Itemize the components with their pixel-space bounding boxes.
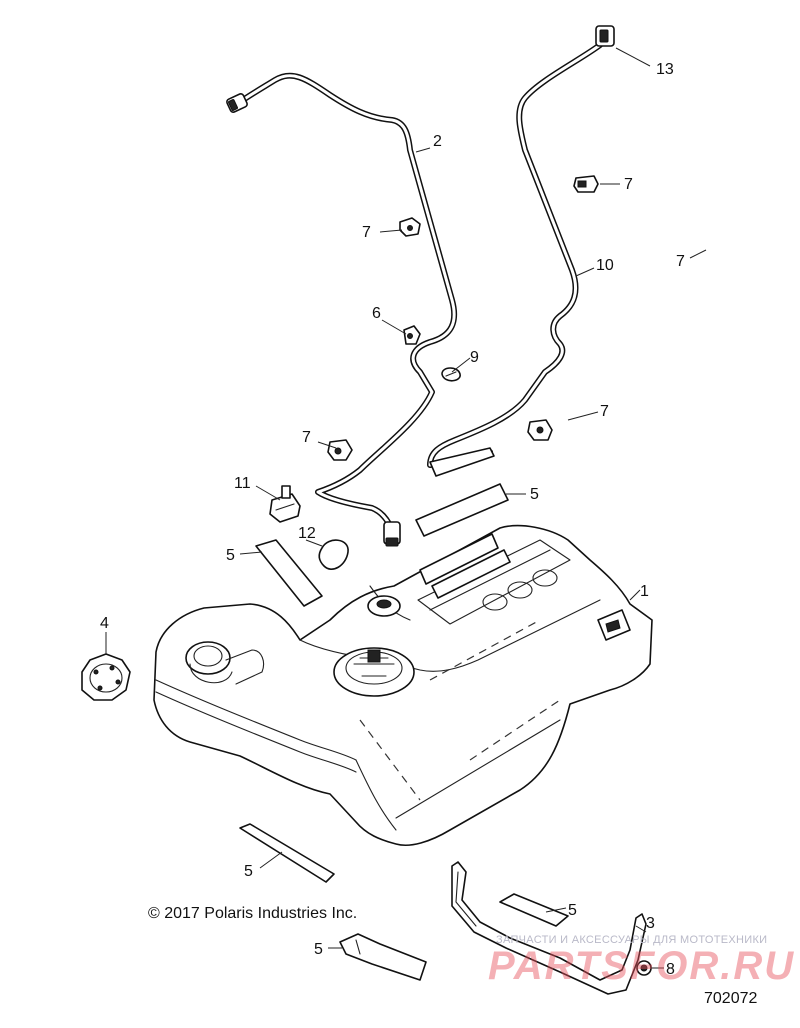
callout-7-right-upper: 7 xyxy=(624,176,633,193)
clip-7-mid-right xyxy=(527,419,553,441)
clamp-6 xyxy=(403,325,421,345)
diagram-reference-number: 702072 xyxy=(704,990,758,1007)
callout-labels: 2 13 7 7 10 7 6 9 7 7 11 5 12 5 1 4 5 5 … xyxy=(100,61,685,978)
callout-5-bottom: 5 xyxy=(314,941,323,958)
leader-lines xyxy=(105,47,707,969)
callout-4: 4 xyxy=(100,615,109,632)
callout-8: 8 xyxy=(666,961,675,978)
copyright-text: © 2017 Polaris Industries Inc. xyxy=(148,905,358,922)
pad-5-upper-left xyxy=(255,539,323,607)
callout-6: 6 xyxy=(372,305,381,322)
watermark-caption: ЗАПЧАСТИ И АКСЕССУАРЫ ДЛЯ МОТОТЕХНИКИ xyxy=(496,934,768,946)
fuel-tank-1 xyxy=(153,524,653,846)
callout-13: 13 xyxy=(656,61,674,78)
callout-5-upper-right: 5 xyxy=(530,486,539,503)
callout-2: 2 xyxy=(433,133,442,150)
callout-7-left-upper: 7 xyxy=(362,224,371,241)
callout-5-lower-right: 5 xyxy=(568,902,577,919)
tank-strap-3 xyxy=(451,861,647,995)
clamp-9 xyxy=(441,367,461,382)
pad-5-lower-right xyxy=(499,893,569,927)
callout-9: 9 xyxy=(470,349,479,366)
callout-7-mid-left: 7 xyxy=(302,429,311,446)
callout-11: 11 xyxy=(234,475,251,492)
bracket-11 xyxy=(269,485,301,523)
pad-5-lower-bottom xyxy=(339,933,427,981)
callout-3: 3 xyxy=(646,915,655,932)
watermark-brand: PARTSFOR.RU xyxy=(488,944,796,988)
pad-5-channel xyxy=(429,447,495,477)
callout-7-far-right: 7 xyxy=(676,253,685,270)
callout-5-lower-left: 5 xyxy=(244,863,253,880)
clip-7-upper-right xyxy=(573,175,599,193)
pad-5-upper-right xyxy=(415,483,509,537)
vent-hose-2 xyxy=(226,72,458,547)
callout-10: 10 xyxy=(596,257,614,274)
gasket-12 xyxy=(318,539,349,570)
callout-12: 12 xyxy=(298,525,316,542)
callout-1: 1 xyxy=(640,583,649,600)
vent-hose-10 xyxy=(427,25,615,468)
callout-7-mid-right: 7 xyxy=(600,403,609,420)
clip-7-upper-left xyxy=(399,217,421,237)
callout-5-upper-left: 5 xyxy=(226,547,235,564)
clip-7-mid-left xyxy=(327,439,353,461)
pad-5-lower-left xyxy=(239,823,335,883)
fuel-cap-4 xyxy=(81,653,131,701)
